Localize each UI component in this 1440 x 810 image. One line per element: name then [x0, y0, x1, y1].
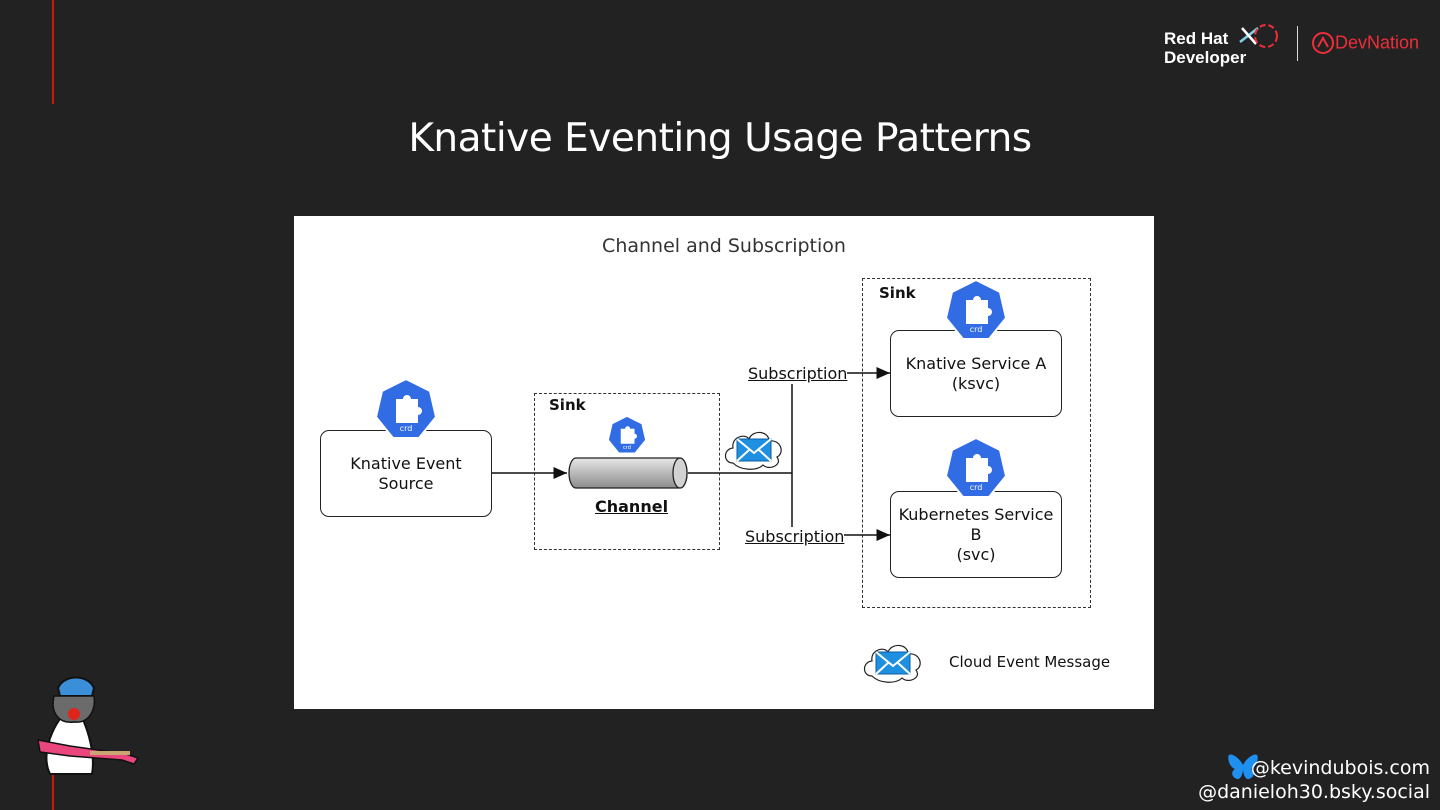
legend-label: Cloud Event Message — [949, 653, 1111, 671]
diagram-panel: Channel and Subscription Knative Event — [294, 216, 1154, 709]
service-a-label-line1: Knative Service A — [905, 353, 1047, 373]
services-sink-label: Sink — [879, 284, 916, 302]
knative-event-source-node: Knative Event Source — [320, 430, 492, 517]
accent-line-bottom — [52, 768, 54, 810]
legend-envelope-icon — [863, 644, 921, 683]
channel-sink-label: Sink — [549, 396, 586, 414]
devnation-logo: DevNation — [1311, 31, 1419, 55]
red-hat-developer-logo: Red Hat Developer — [1164, 29, 1246, 67]
crd-channel-icon: crd — [607, 415, 647, 454]
knative-service-a-node: Knative Service A (ksvc) — [890, 330, 1062, 417]
cloud-event-envelope-icon — [724, 431, 782, 470]
crd-source-icon: crd — [374, 377, 438, 439]
handle-kevin: @kevindubois.com — [1250, 757, 1430, 779]
service-b-label-line2: (svc) — [956, 544, 996, 564]
devnation-text: DevNation — [1335, 32, 1420, 53]
connector-lines — [492, 367, 890, 546]
devnation-icon — [1312, 32, 1334, 54]
subscription-a-label: Subscription — [748, 364, 848, 383]
accent-line-top — [52, 0, 54, 104]
source-label-line1: Knative Event — [350, 453, 462, 473]
crd-text: crd — [970, 483, 983, 492]
crd-service-a-icon: crd — [944, 278, 1008, 340]
handle-daniel: @danieloh30.bsky.social — [1198, 781, 1430, 803]
logo-separator — [1297, 26, 1298, 61]
red-hat-x-icon — [1239, 24, 1278, 48]
service-b-label-line1: Kubernetes Service B — [898, 504, 1054, 544]
java-duke-mascot-icon — [37, 676, 140, 775]
channel-label: Channel — [595, 497, 669, 516]
subscription-b-label: Subscription — [745, 527, 845, 546]
service-a-label-line2: (ksvc) — [951, 373, 1001, 393]
bluesky-butterfly-icon — [1228, 754, 1258, 780]
channel-pipe — [568, 457, 688, 489]
social-handles: @kevindubois.com @danieloh30.bsky.social — [1198, 756, 1430, 804]
kubernetes-service-b-node: Kubernetes Service B (svc) — [890, 491, 1062, 578]
crd-service-b-icon: crd — [944, 436, 1008, 498]
channel-sink-box — [534, 393, 720, 550]
logo-line-2: Developer — [1164, 48, 1247, 67]
services-sink-box — [862, 278, 1091, 608]
crd-text: crd — [623, 445, 631, 451]
diagram-title: Channel and Subscription — [602, 235, 846, 257]
slide-title: Knative Eventing Usage Patterns — [408, 116, 1032, 161]
logo-line-1: Red Hat — [1164, 29, 1229, 48]
crd-text: crd — [400, 424, 413, 433]
source-label-line2: Source — [378, 473, 434, 493]
crd-text: crd — [970, 325, 983, 334]
